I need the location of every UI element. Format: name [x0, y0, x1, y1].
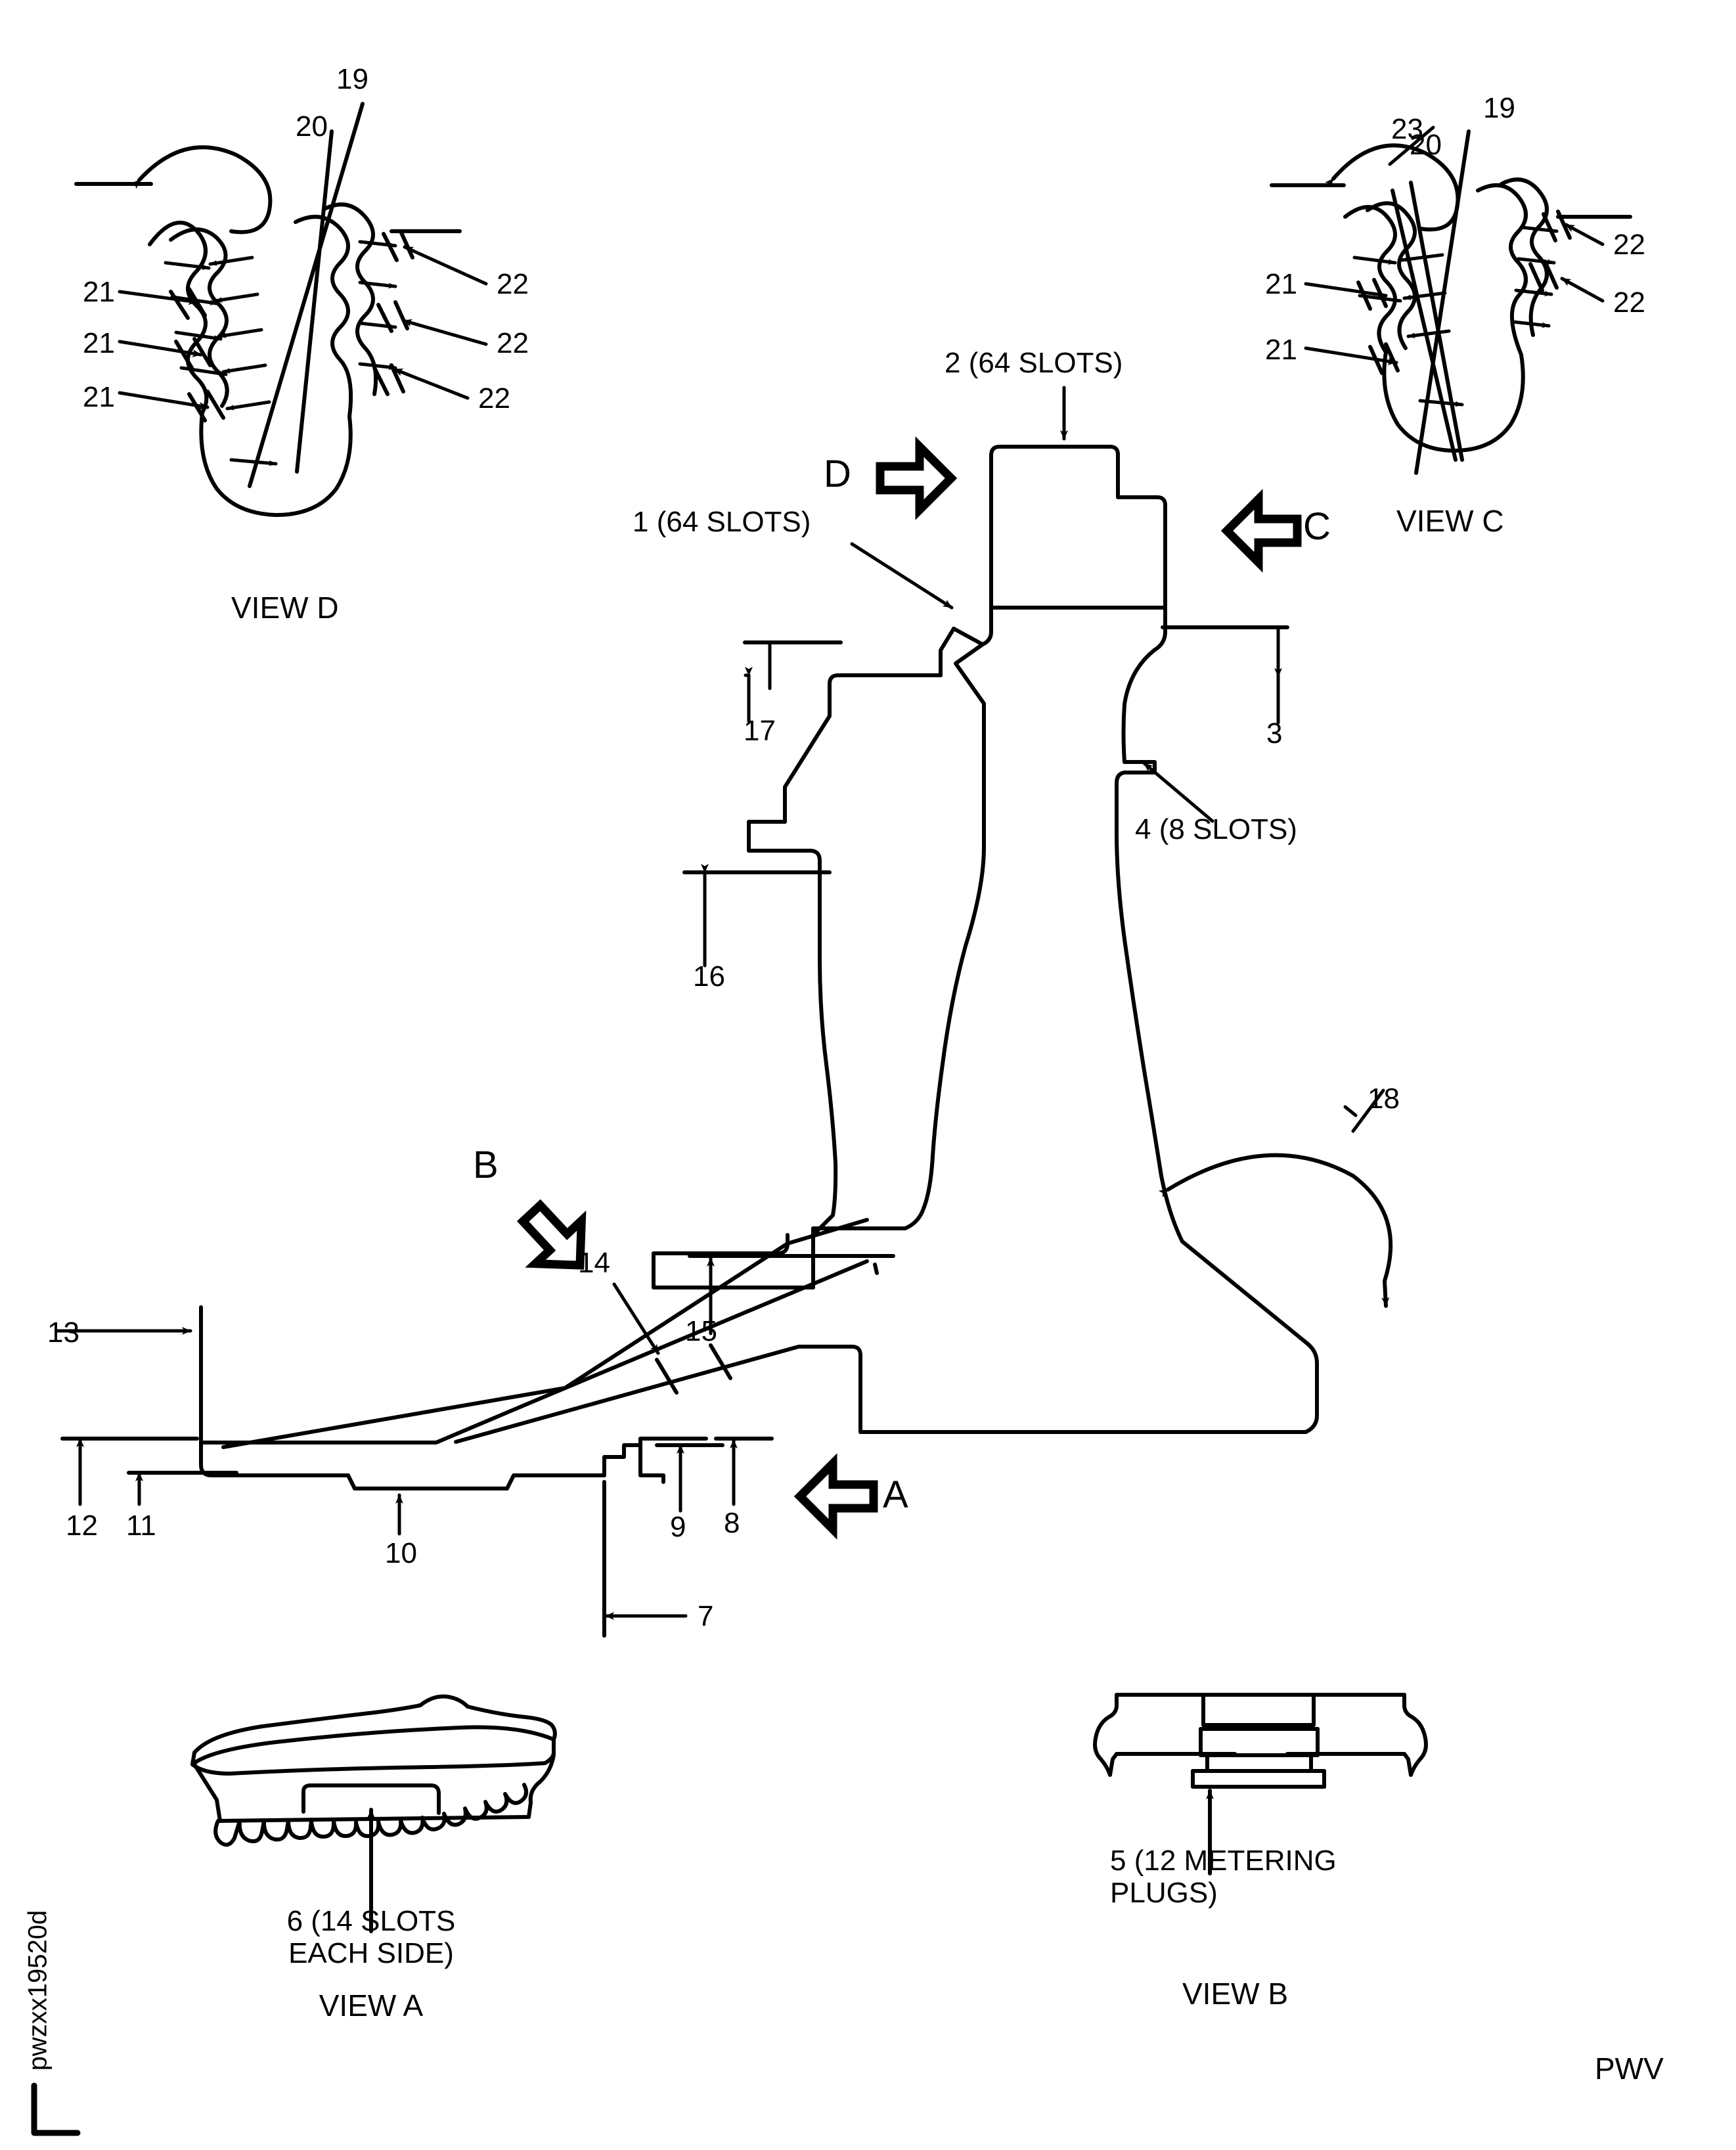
callout-22-view-d-3: 22: [478, 382, 510, 414]
callout-20-view-d: 20: [296, 110, 328, 143]
view-c-geometry: [1270, 129, 1632, 475]
leader-22-a: [403, 245, 488, 286]
view-a-callout: 6 (14 SLOTS EACH SIDE): [286, 1905, 456, 1970]
main-body-outline: [221, 445, 1319, 1449]
section-arrow-A: [793, 1453, 878, 1540]
callout-7: 8: [724, 1507, 740, 1539]
callout-3: 3: [1266, 717, 1283, 750]
leader-1: [850, 542, 954, 610]
leader-18-stub: [1343, 1105, 1358, 1117]
callout-19-view-d: 19: [336, 63, 368, 95]
leader-21-c: [118, 391, 210, 410]
sheet-code: PWV: [1595, 2051, 1664, 2086]
callout-22-view-c-2: 22: [1613, 286, 1645, 319]
leader-4: [1142, 761, 1214, 823]
callout-16: 16: [693, 960, 725, 993]
leader-21-c2: [1304, 346, 1398, 365]
section-letter-C: C: [1303, 505, 1331, 548]
section-letter-A: A: [883, 1473, 908, 1516]
callout-21-view-c-2: 21: [1265, 334, 1297, 366]
leader-22-b: [401, 319, 488, 346]
leader-21-a: [118, 290, 199, 305]
callout-19-view-c: 19: [1483, 92, 1515, 124]
callout-2: 2 (64 SLOTS): [945, 347, 1123, 379]
callout-1: 1 (64 SLOTS): [633, 506, 811, 538]
leader-18-curve: [1158, 1153, 1393, 1308]
callout-18: 18: [1368, 1083, 1400, 1115]
view-b-callout: 5 (12 METERING PLUGS): [1110, 1845, 1337, 1910]
callout-13: 13: [47, 1316, 79, 1349]
leader-14: [612, 1282, 660, 1355]
view-c-leaders: [1304, 125, 1605, 407]
callout-23-view-c: 23: [1391, 113, 1423, 145]
inclined-flange: [537, 1259, 879, 1401]
callout-11: 11: [126, 1510, 156, 1542]
view-b-title: VIEW B: [1182, 1977, 1289, 2011]
callout-10: 10: [385, 1537, 417, 1569]
leader-21-c1: [1304, 282, 1388, 299]
section-arrows: [516, 436, 1302, 1540]
callout-21-view-d-2: 21: [83, 327, 115, 359]
callout-12: 12: [66, 1510, 98, 1542]
callout-20-view-c: 20: [1410, 129, 1442, 161]
section-letter-B: B: [473, 1144, 499, 1186]
leader-22-c: [392, 367, 470, 400]
callout-22-view-d-2: 22: [497, 327, 529, 359]
leader-21-b: [118, 340, 203, 357]
callout-9: 7: [698, 1600, 714, 1632]
corner-bracket: [31, 2082, 81, 2136]
callout-4: 4 (8 SLOTS): [1135, 813, 1297, 845]
callout-15: 15: [685, 1315, 717, 1347]
drawing-number: pwzxx19520d: [23, 1910, 53, 2071]
section-arrow-B: [516, 1199, 587, 1270]
callout-8: 9: [670, 1511, 686, 1543]
section-letter-D: D: [824, 453, 851, 495]
leader-22-c2: [1560, 277, 1605, 303]
base-plate-outline: [199, 1397, 708, 1490]
section-arrow-D: [876, 436, 958, 520]
view-d-title: VIEW D: [231, 591, 339, 625]
callout-21-view-d-3: 21: [83, 381, 115, 413]
view-c-title: VIEW C: [1396, 504, 1504, 538]
callout-22-view-d-1: 22: [497, 268, 529, 300]
callout-14: 14: [578, 1247, 610, 1279]
leader-23: [1388, 125, 1435, 166]
view-b-geometry: [1093, 1693, 1428, 1789]
view-d-geometry: [74, 102, 462, 517]
view-a-geometry: [190, 1694, 557, 1847]
section-arrow-C: [1220, 489, 1302, 573]
callout-22-view-c-1: 22: [1613, 229, 1645, 261]
callout-17: 17: [744, 715, 776, 747]
callout-21-view-d-1: 21: [83, 276, 115, 308]
leader-22-c1: [1564, 223, 1605, 246]
view-d-leaders: [118, 229, 488, 466]
callout-21-view-c-1: 21: [1265, 268, 1297, 300]
view-a-title: VIEW A: [319, 1988, 424, 2023]
main-view-leaders: [56, 386, 1393, 1638]
